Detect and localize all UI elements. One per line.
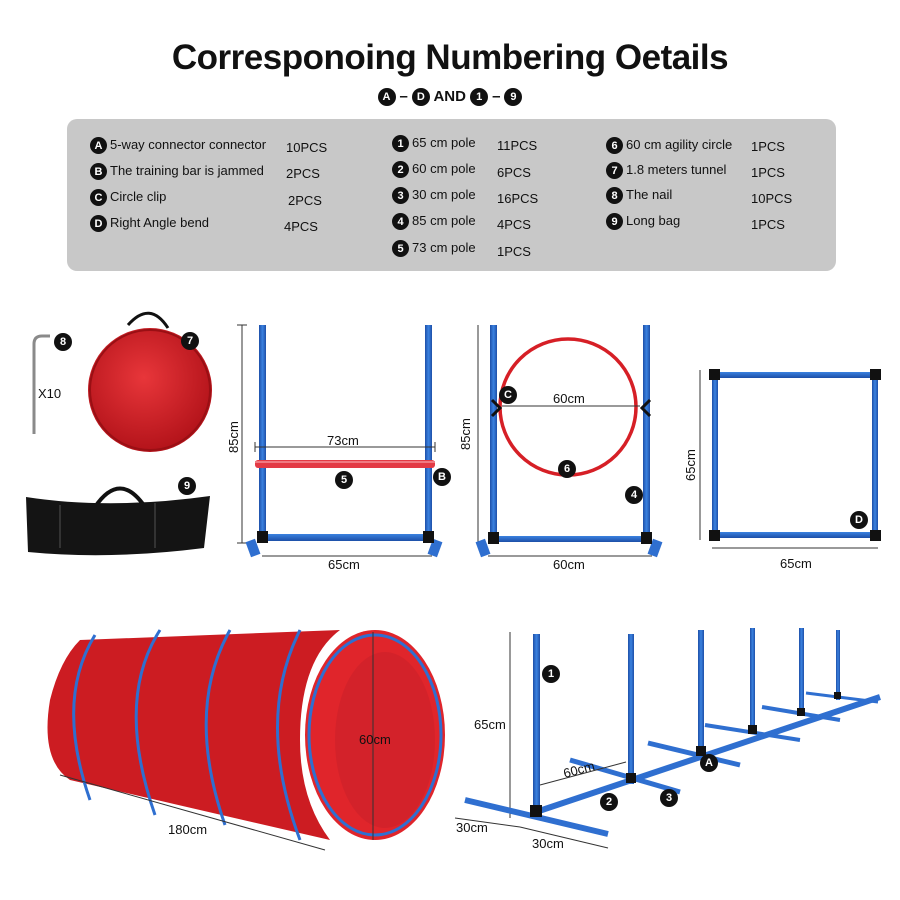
marker-d: D: [850, 511, 868, 529]
marker-c: C: [499, 386, 517, 404]
nail-count: X10: [38, 386, 62, 401]
legend-qty: 1PCS: [497, 244, 531, 259]
hurdle-height: 85cm: [226, 421, 241, 453]
legend-key: 5: [392, 240, 409, 258]
square-frame-drawing: [699, 369, 881, 549]
legend-qty: 10PCS: [286, 140, 328, 155]
hurdle-drawing: [237, 324, 443, 558]
hoop-base-width: 60cm: [553, 557, 585, 572]
and-text: AND: [433, 88, 466, 105]
legend-qty: 10PCS: [751, 191, 793, 206]
marker-3: 3: [660, 789, 678, 807]
badge-a: A: [377, 88, 396, 107]
legend-key: 3: [392, 187, 409, 205]
legend-label: 30 cm pole: [412, 187, 476, 202]
marker-5: 5: [335, 471, 353, 489]
marker-4: 4: [625, 486, 643, 504]
legend-label: 65 cm pole: [412, 135, 476, 150]
marker-2: 2: [600, 793, 618, 811]
legend-qty: 2PCS: [288, 193, 322, 208]
legend-key: B: [90, 163, 107, 181]
hoop-drawing: [475, 325, 663, 558]
hoop-diameter: 60cm: [553, 391, 585, 406]
legend-key: 8: [606, 187, 623, 205]
legend-key: 1: [392, 135, 409, 153]
legend-label: Long bag: [626, 213, 681, 228]
legend-key: D: [90, 215, 107, 233]
tunnel-diameter: 60cm: [359, 732, 391, 747]
hoop-height: 85cm: [458, 418, 473, 450]
legend-label: The nail: [626, 187, 673, 202]
tunnel-drawing: [47, 629, 445, 851]
nail-icon: [32, 334, 50, 434]
legend-label: 60 cm pole: [412, 161, 476, 176]
marker-7: 7: [181, 332, 199, 350]
legend-key: A: [90, 137, 107, 155]
legend-label: 73 cm pole: [412, 240, 476, 255]
legend-label: Circle clip: [110, 189, 167, 204]
marker-a: A: [700, 754, 718, 772]
legend-label: Right Angle bend: [110, 215, 210, 230]
marker-6: 6: [558, 460, 576, 478]
legend-key: C: [90, 189, 107, 207]
marker-b: B: [433, 468, 451, 486]
legend-key: 2: [392, 161, 409, 179]
tunnel-length: 180cm: [168, 822, 208, 837]
weave-height: 65cm: [474, 717, 506, 732]
square-width: 65cm: [780, 556, 812, 571]
legend-qty: 1PCS: [751, 139, 785, 154]
legend-label: 5-way connector connector: [110, 137, 267, 152]
marker-8: 8: [54, 333, 72, 351]
badge-d: D: [411, 88, 430, 107]
legend-qty: 4PCS: [284, 219, 318, 234]
weave-foot-b: 30cm: [532, 836, 564, 851]
legend-label: 1.8 meters tunnel: [626, 162, 727, 177]
legend-key: 6: [606, 137, 623, 155]
legend-key: 4: [392, 213, 409, 231]
legend-qty: 11PCS: [497, 138, 538, 153]
weave-poles-drawing: [454, 628, 881, 849]
hurdle-bar-width: 73cm: [327, 433, 359, 448]
legend-qty: 6PCS: [497, 165, 531, 180]
dash: –: [399, 88, 408, 105]
long-bag-icon: [26, 486, 210, 556]
marker-1: 1: [542, 665, 560, 683]
hurdle-base-width: 65cm: [328, 557, 360, 572]
square-height: 65cm: [683, 449, 698, 481]
page-title: Corresponoing Numbering Oetails: [171, 38, 729, 77]
dash: –: [492, 88, 501, 105]
legend-qty: 1PCS: [751, 217, 785, 232]
parts-legend: [67, 119, 836, 271]
legend-label: 85 cm pole: [412, 213, 476, 228]
legend-label: 60 cm agility circle: [626, 137, 733, 152]
badge-1: 1: [470, 88, 489, 107]
legend-qty: 4PCS: [497, 217, 531, 232]
weave-foot-a: 30cm: [456, 820, 488, 835]
legend-key: 7: [606, 162, 623, 180]
legend-qty: 16PCS: [497, 191, 539, 206]
marker-9: 9: [178, 477, 196, 495]
legend-key: 9: [606, 213, 623, 231]
legend-qty: 1PCS: [751, 165, 785, 180]
numbering-range: A–D AND 1–9: [0, 88, 900, 107]
badge-9: 9: [504, 88, 523, 107]
legend-label: The training bar is jammed: [110, 163, 264, 178]
legend-qty: 2PCS: [286, 166, 320, 181]
tunnel-bag-icon: [88, 311, 212, 452]
